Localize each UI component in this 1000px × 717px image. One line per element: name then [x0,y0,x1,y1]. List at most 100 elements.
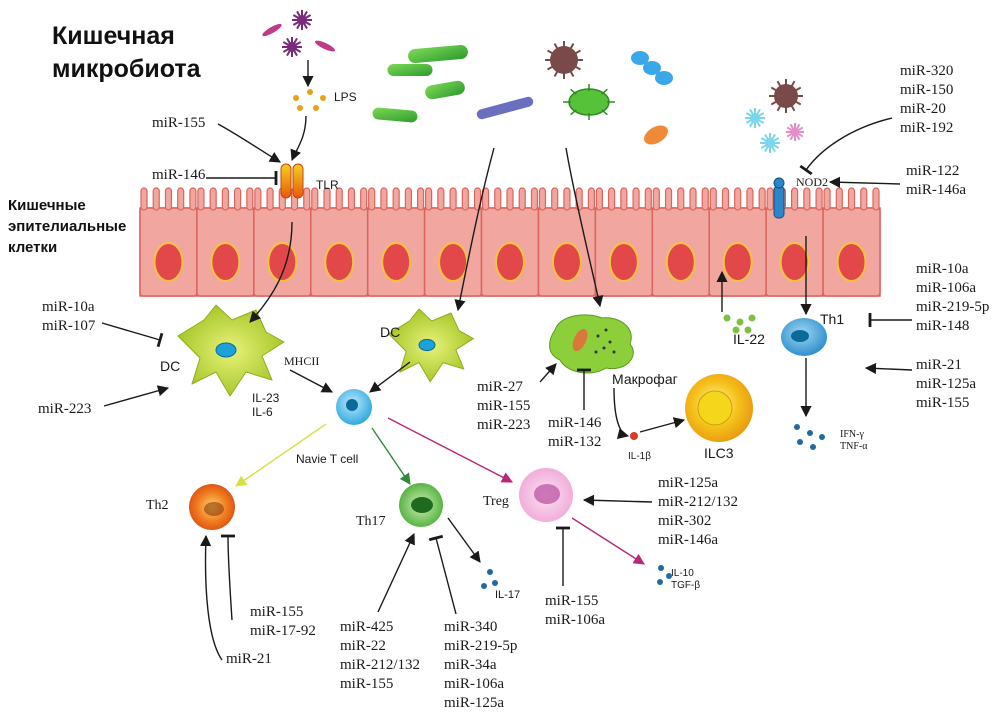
brown-microbe [545,41,583,79]
microvillus [677,187,685,211]
ifng-dot [797,439,803,445]
treg-label: Treg [483,494,509,509]
mirna-item: miR-22 [340,638,386,654]
microbe-body [297,15,307,25]
mirna-item: miR-125a [916,376,976,392]
mirna-item: miR-155 [916,395,970,411]
mirna-item: miR-155 [477,398,531,414]
arrow-tcell-to-th17 [371,427,411,485]
arrow-lumen-to-dc-mid [454,147,495,312]
ifng-dot [807,430,813,436]
il17-dot [487,569,493,575]
microbe-body [765,138,775,148]
il10-text: IL-10 [671,568,694,579]
arrow-mirna-to-th17 [377,532,415,613]
inhibit-mirna-dc-left [101,322,164,348]
cell-nucleus [153,242,184,282]
cell-nucleus [551,242,582,282]
microvillus [815,187,823,211]
dc-nucleus [418,338,436,352]
cell-nucleus [836,242,867,282]
th1-nucleus [791,330,809,342]
microvillus [481,187,490,211]
th17-label: Th17 [356,514,386,529]
microvillus [209,187,217,211]
mirna-item: miR-148 [916,318,970,334]
microvillus [709,187,717,211]
tlr-label: TLR [316,178,339,192]
cell-nucleus [608,242,639,282]
microvillus [530,187,539,211]
tlr-receptor-left [280,163,292,199]
pink-rod-microbe [262,23,282,37]
arrow-mir155-to-tlr [217,123,281,163]
blue-chain-bacterium [643,61,661,75]
arrows-group [101,60,913,661]
il10-dot [657,579,663,585]
microvillus [721,187,730,211]
mirna-item: miR-212/132 [340,657,421,673]
microvillus [197,187,205,211]
orange-bacterium [644,125,668,145]
cell-nucleus [438,242,469,282]
lps-label: LPS [334,90,357,104]
microvillus [734,187,742,211]
microvillus [380,187,388,211]
epithelium-label-line: Кишечные [8,197,86,214]
microvillus [803,187,811,211]
ifng-text: IFN-γ [840,429,864,440]
mirna-item: miR-10a [916,261,969,277]
ilc3-nucleus [697,390,733,426]
mirna-nod2-inhibit: miR-320 miR-150 miR-20 miR-192 [900,62,953,138]
purple-microbe [292,10,312,30]
epithelium-label-line: клетки [8,239,58,256]
mirna-treg-inhibit: miR-155 miR-106a [545,592,605,630]
arrow-mirna-to-macrophage [539,363,557,383]
macrophage-granule [608,340,612,344]
microvillus [266,187,274,211]
il6-text: IL-6 [252,405,273,419]
microvillus [437,187,445,211]
lps-dot [297,105,303,111]
mirna-th17-inhibit: miR-340 miR-219-5p miR-34a miR-106a miR-… [444,618,517,713]
mirna-item: miR-125a [658,475,718,491]
immune-cells-group [177,304,827,589]
microvillus [644,187,652,211]
microvillus [595,187,603,211]
naive-t-cell-label: Navie T cell [296,452,359,466]
microvillus [701,187,709,211]
macrophage-label: Макрофаг [612,371,678,387]
inhibit-mirna-th2 [220,534,236,621]
arrow-mir223-to-dc [103,385,170,407]
microvillus [872,187,880,211]
dendritic-cell-left [177,304,285,397]
mirna-item: miR-155 [340,676,394,692]
ifng-tnfa-label: IFN-γ TNF-α [840,429,867,453]
cyan-microbe [745,108,765,128]
flagellum [570,88,577,95]
title-line-2: микробиота [52,55,201,83]
microvillus [368,187,376,211]
microvillus [189,187,197,211]
mirna-item: miR-106a [916,280,976,296]
treg-nucleus [534,484,560,504]
il23-il6-label: IL-23 IL-6 [252,391,279,419]
mirna-item: miR-150 [900,82,954,98]
cell-nucleus [779,242,810,282]
mirna-item: miR-17-92 [250,623,316,639]
microvillus [461,187,469,211]
mirna-item: miR-219-5p [916,299,990,315]
microvillus [758,187,766,211]
mirna-macrophage-activate: miR-27 miR-155 miR-223 [477,378,530,435]
il1b-dot [630,432,638,440]
macrophage-granule [602,346,606,350]
arrow-lumen-to-macrophage [565,147,604,308]
cyan-microbe [760,133,780,153]
th17-nucleus [411,497,433,513]
mirna-item: miR-10a [42,299,95,315]
flagellum [601,88,608,95]
pink-rod-microbe [314,40,336,52]
mirna-item: miR-125a [444,695,504,711]
mirna-macrophage-inhibit: miR-146 miR-132 [548,414,601,452]
microvillus [506,187,514,211]
